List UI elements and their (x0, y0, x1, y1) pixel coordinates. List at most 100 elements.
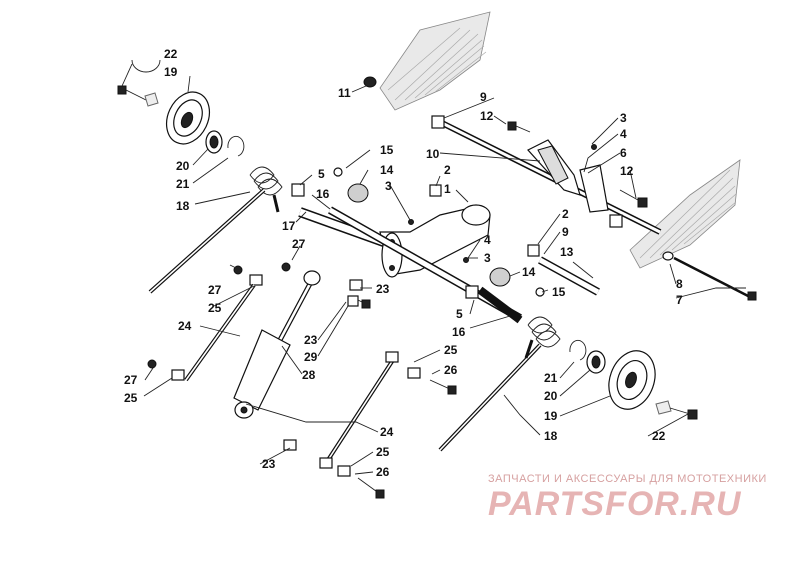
label-11: 11 (338, 86, 351, 100)
label-5-top: 5 (318, 167, 325, 181)
right-snap-ring (569, 339, 587, 361)
bolt-23b (357, 299, 371, 309)
bushing-25f (337, 465, 351, 477)
label-21-top: 21 (176, 177, 190, 191)
bolt-26b (357, 477, 385, 499)
left-washer-22 (144, 92, 159, 107)
label-16-top: 16 (316, 187, 330, 201)
label-24-left: 24 (178, 319, 192, 333)
right-torsion-spring (438, 316, 561, 452)
bushing-25c (385, 351, 399, 363)
label-20-right: 20 (544, 389, 558, 403)
label-23-lower: 23 (304, 333, 318, 347)
link-rod-24b (326, 358, 395, 462)
label-2-right: 2 (562, 207, 569, 221)
watermark: ЗАПЧАСТИ И АКСЕССУАРЫ ДЛЯ МОТОТЕХНИКИ PA… (488, 473, 767, 523)
bushing-2b (527, 244, 540, 257)
link-rod-24a (184, 283, 256, 382)
upper-cross-shaft (438, 119, 662, 235)
label-13: 13 (560, 245, 574, 259)
label-28: 28 (302, 368, 316, 382)
label-22-top: 22 (164, 47, 178, 61)
leader-lines (121, 59, 746, 475)
shaft-16b (477, 286, 523, 324)
label-18-right: 18 (544, 429, 558, 443)
label-29: 29 (304, 350, 318, 364)
right-washer-22 (655, 400, 672, 415)
label-3-mid: 3 (385, 179, 392, 193)
label-19-right: 19 (544, 409, 558, 423)
bushing-2a (429, 184, 442, 197)
label-10: 10 (426, 147, 440, 161)
label-20-top: 20 (176, 159, 190, 173)
label-16-right: 16 (452, 325, 466, 339)
bushing-23a (349, 279, 363, 291)
left-wheel-bearing (205, 130, 223, 154)
label-9-top: 9 (480, 90, 487, 104)
label-6: 6 (620, 146, 627, 160)
left-wheel-bolt (117, 85, 147, 101)
bolt-12b (619, 189, 648, 208)
spacer-9a (431, 115, 445, 129)
nut-8 (662, 251, 674, 261)
label-5-right: 5 (456, 307, 463, 321)
label-4-top: 4 (620, 127, 627, 141)
bolt-7 (673, 256, 757, 301)
shock-absorber (233, 270, 321, 419)
left-torsion-spring (148, 166, 283, 294)
right-wheel-bearing (586, 350, 606, 374)
label-27-bottom: 27 (124, 373, 138, 387)
label-27-mid: 27 (292, 237, 306, 251)
label-27-left: 27 (208, 283, 222, 297)
label-8: 8 (676, 277, 683, 291)
bolt-12a (507, 121, 531, 133)
bushing-14a (347, 183, 369, 203)
label-2-top: 2 (444, 163, 451, 177)
label-12-right: 12 (620, 164, 634, 178)
label-3-low: 3 (484, 251, 491, 265)
label-15-top: 15 (380, 143, 394, 157)
bushing-25d (407, 367, 421, 379)
bushing-5a (291, 183, 305, 197)
label-17: 17 (282, 219, 296, 233)
ring-15a (333, 167, 343, 177)
bushing-14b (489, 267, 511, 287)
right-idler-wheel (608, 350, 656, 410)
label-12-top: 12 (480, 109, 494, 123)
bushing-23c (283, 439, 297, 451)
watermark-brand: PARTSFOR.RU (488, 485, 742, 523)
label-3-top: 3 (620, 111, 627, 125)
label-21-right: 21 (544, 371, 558, 385)
label-24-bottom: 24 (380, 425, 394, 439)
label-25-bottom: 25 (124, 391, 138, 405)
left-idler-wheel (165, 91, 211, 145)
label-23-bottom: 23 (262, 457, 276, 471)
label-25-left: 25 (208, 301, 222, 315)
bushing-25a (249, 274, 263, 286)
bushing-5b (465, 285, 479, 299)
label-18-left: 18 (176, 199, 190, 213)
label-23-mid: 23 (376, 282, 390, 296)
label-26-lower: 26 (376, 465, 390, 479)
ring-15b (535, 287, 545, 297)
left-rail-section (379, 11, 491, 111)
watermark-tagline: ЗАПЧАСТИ И АКСЕССУАРЫ ДЛЯ МОТОТЕХНИКИ (488, 473, 767, 485)
washer-27b (281, 262, 291, 272)
washer-27c (147, 359, 157, 369)
label-9-right: 9 (562, 225, 569, 239)
label-25-right: 25 (444, 343, 458, 357)
label-4-mid: 4 (484, 233, 491, 247)
right-rail-section (629, 159, 741, 269)
label-19-top: 19 (164, 65, 178, 79)
bolt-11 (363, 76, 377, 88)
callout-labels: 22 19 20 21 18 11 9 12 10 3 4 6 12 15 14… (124, 47, 683, 479)
rail-bracket (527, 139, 609, 213)
label-22-right: 22 (652, 429, 666, 443)
bushing-25e (319, 457, 333, 469)
spacer-9b (609, 214, 623, 228)
label-25-lower: 25 (376, 445, 390, 459)
right-wheel-bolt (669, 407, 698, 420)
grease-fitting-3c (591, 144, 597, 150)
spacer-29 (347, 295, 359, 307)
